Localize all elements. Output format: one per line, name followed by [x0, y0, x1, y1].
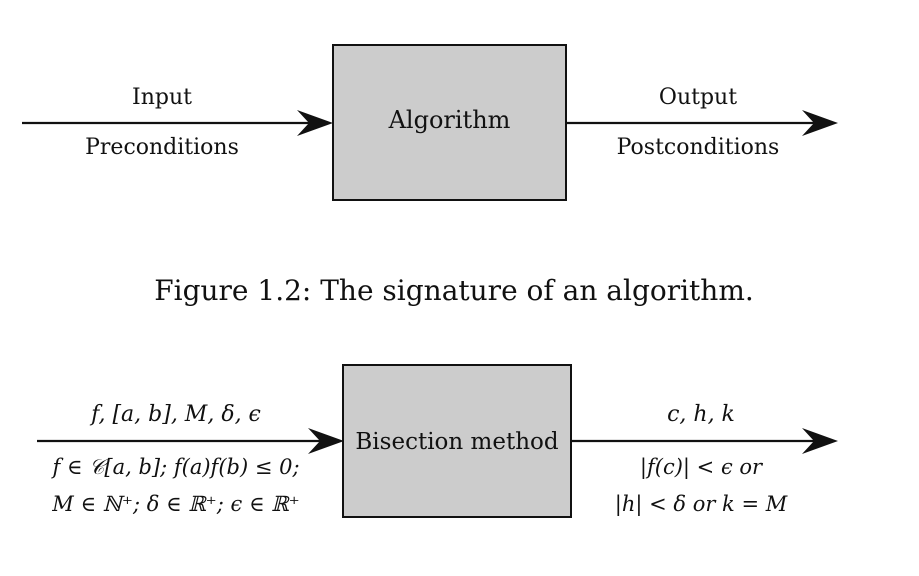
bisection-output-label: c, h, k [667, 402, 735, 427]
bisection-postcondition-line-1: |f(c)| < ϵ or [640, 455, 764, 480]
output-arrow-head [802, 110, 838, 136]
bisection-input-arrow-head [308, 428, 344, 454]
input-arrow-head [297, 110, 333, 136]
bisection-method-box-label: Bisection method [355, 429, 558, 455]
diagram-algorithm-signature: Algorithm Input Preconditions Output Pos… [22, 44, 838, 201]
algorithm-box-label: Algorithm [388, 106, 511, 134]
preconditions-label: Preconditions [85, 135, 239, 160]
bisection-input-label: f, [a, b], M, δ, ϵ [89, 402, 261, 427]
bisection-postcondition-line-2: |h| < δ or k = M [615, 492, 788, 517]
bisection-output-arrow-head [802, 428, 838, 454]
output-label: Output [659, 85, 737, 110]
diagram-bisection-method: Bisection method f, [a, b], M, δ, ϵ f ∈ … [37, 364, 838, 518]
bisection-precondition-line-1: f ∈ 𝒞[a, b]; f(a)f(b) ≤ 0; [50, 455, 299, 479]
algorithm-box [332, 44, 567, 201]
bisection-precondition-line-2: M ∈ ℕ⁺; δ ∈ ℝ⁺; ϵ ∈ ℝ⁺ [51, 492, 299, 516]
input-label: Input [132, 85, 192, 110]
figure-caption: Figure 1.2: The signature of an algorith… [154, 274, 754, 307]
postconditions-label: Postconditions [617, 135, 780, 160]
